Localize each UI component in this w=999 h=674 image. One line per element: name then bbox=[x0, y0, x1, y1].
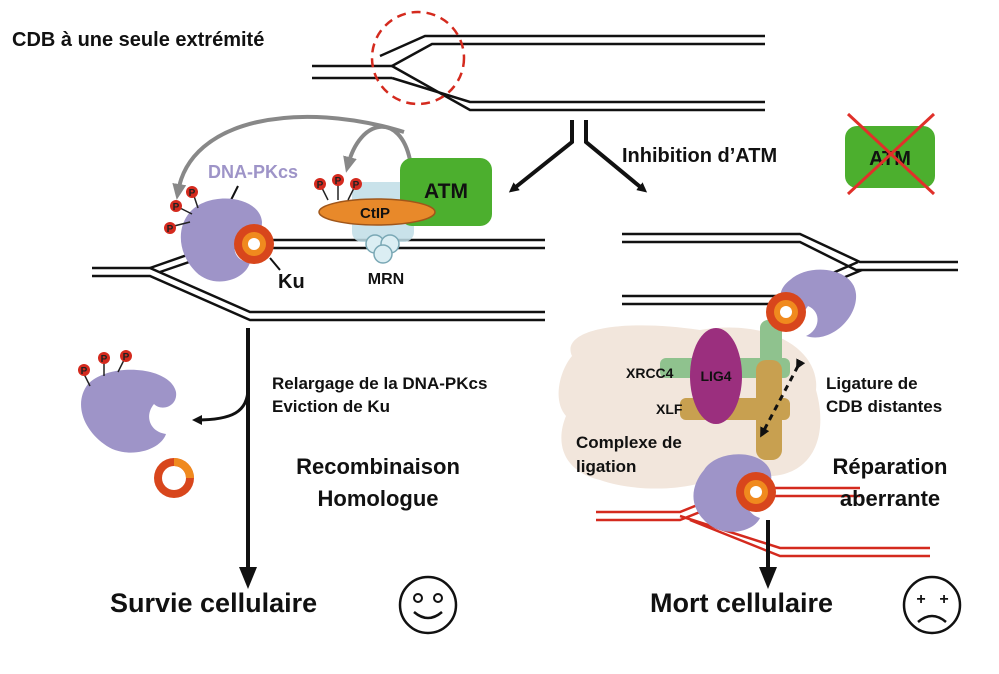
ctip-label: CtIP bbox=[360, 205, 390, 222]
ligation-complex-line1: Complexe de bbox=[576, 433, 682, 452]
released-dna-pkcs: P P P bbox=[78, 350, 177, 453]
phospho-label: P bbox=[81, 366, 88, 377]
dnapkcs-phospho-group: P P P bbox=[164, 186, 199, 235]
phospho-label: P bbox=[173, 202, 180, 213]
phospho-label: P bbox=[189, 188, 196, 199]
svg-text:+: + bbox=[916, 591, 925, 608]
ctip-protein: CtIP bbox=[318, 198, 436, 226]
release-arrow bbox=[192, 387, 250, 425]
dna-pkcs-label: DNA-PKcs bbox=[208, 162, 298, 182]
right-lower-dna-pkcs bbox=[693, 454, 776, 532]
pathway-line2: Homologue bbox=[318, 486, 439, 511]
top-dna bbox=[312, 34, 765, 112]
svg-text:+: + bbox=[939, 591, 948, 608]
outcome-left: Survie cellulaire bbox=[110, 588, 317, 618]
ku-label: Ku bbox=[278, 271, 305, 293]
release-line2: Eviction de Ku bbox=[272, 397, 390, 416]
xlf-label: XLF bbox=[656, 401, 683, 417]
left-dna bbox=[92, 238, 545, 322]
ligation-complex-line2: ligation bbox=[576, 457, 636, 476]
smiley-face-icon bbox=[398, 575, 458, 635]
ligation-distant-line2: CDB distantes bbox=[826, 397, 942, 416]
phospho-label: P bbox=[317, 180, 324, 191]
title: CDB à une seule extrémité bbox=[12, 29, 264, 51]
phospho-label: P bbox=[335, 176, 342, 187]
distant-ligation-arrow bbox=[760, 358, 806, 438]
pathway-line1: Recombinaison bbox=[296, 454, 460, 479]
dsb-highlight-circle bbox=[370, 10, 466, 106]
outcome-right: Mort cellulaire bbox=[650, 588, 833, 618]
repair-line2: aberrante bbox=[840, 486, 940, 511]
dna-pkcs-protein bbox=[180, 198, 274, 282]
xrcc4-label: XRCC4 bbox=[626, 365, 674, 381]
lig4-protein: LIG4 bbox=[690, 328, 742, 424]
mrn-label: MRN bbox=[368, 271, 404, 288]
phospho-label: P bbox=[123, 352, 130, 363]
inhibition-label: Inhibition d’ATM bbox=[622, 145, 777, 167]
lig4-label: LIG4 bbox=[700, 368, 731, 384]
right-upper-dna-pkcs bbox=[766, 269, 857, 338]
feedback-arrow-dnapkcs bbox=[172, 114, 405, 200]
ctip-phospho-group: P P P bbox=[314, 174, 362, 201]
ligation-distant-line1: Ligature de bbox=[826, 374, 918, 393]
atm-inhibited: ATM bbox=[845, 112, 936, 196]
phospho-label: P bbox=[101, 354, 108, 365]
split-arrows bbox=[508, 120, 648, 193]
phospho-label: P bbox=[353, 180, 360, 191]
released-ku-ring bbox=[154, 458, 194, 498]
release-line1: Relargage de la DNA-PKcs bbox=[272, 374, 487, 393]
phospho-label: P bbox=[167, 224, 174, 235]
atm-label: ATM bbox=[424, 180, 468, 203]
sad-face-icon: + + bbox=[902, 575, 962, 635]
repair-line1: Réparation bbox=[833, 454, 948, 479]
